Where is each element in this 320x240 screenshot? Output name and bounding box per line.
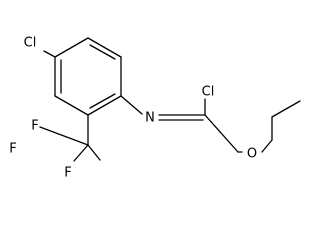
bond-propyl-2 <box>271 100 301 118</box>
atom-f-left: F <box>9 142 16 157</box>
benzene-ring <box>54 37 122 116</box>
bond-o-propyl <box>261 139 273 153</box>
ring-double-inner-2 <box>89 93 116 109</box>
ring-bond-4 <box>54 95 89 116</box>
bond-ring-n <box>120 95 143 115</box>
atom-o-ether: O <box>247 147 257 162</box>
ring-bond-6 <box>54 37 89 58</box>
bond-c-ch2 <box>204 114 239 153</box>
molecule-drawing: Cl F F F N Cl O <box>9 36 301 181</box>
ring-bond-3 <box>87 95 122 116</box>
bond-ring-cl <box>43 50 56 58</box>
atom-n-imine: N <box>145 111 155 126</box>
atom-cl-ring: Cl <box>24 36 37 51</box>
atom-f-bottom: F <box>64 166 71 181</box>
ring-double-inner-1 <box>89 44 116 60</box>
atom-cl-imine: Cl <box>202 85 215 100</box>
bond-c-f-top <box>87 144 101 161</box>
ring-bond-1 <box>87 37 122 58</box>
bond-c-f-bottom <box>73 144 89 162</box>
bond-c-f-left <box>39 126 89 146</box>
structure-diagram: Cl F F F N Cl O <box>9 36 301 181</box>
atom-f-top: F <box>31 119 38 134</box>
